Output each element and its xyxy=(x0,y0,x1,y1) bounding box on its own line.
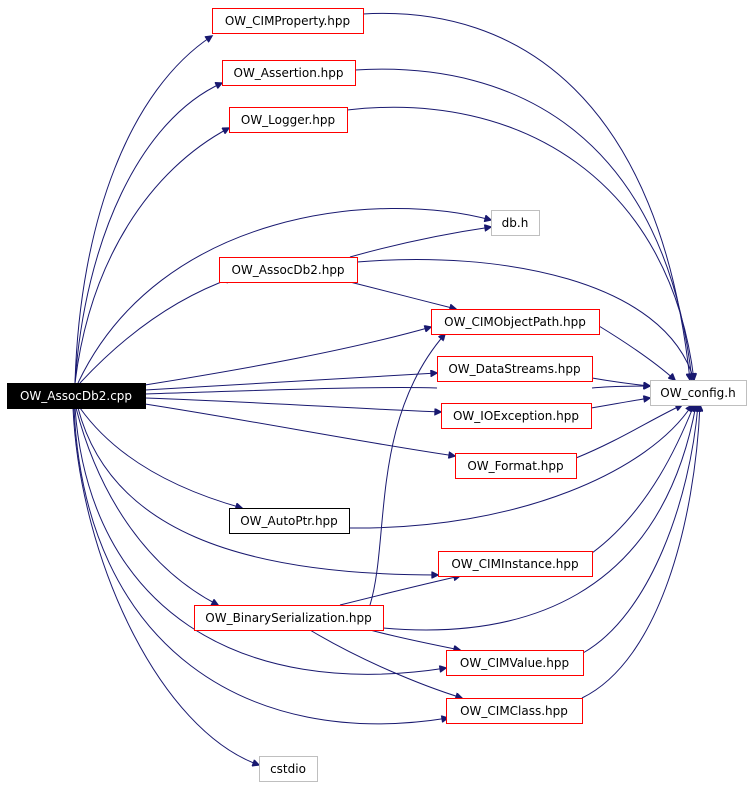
node-label: OW_CIMInstance.hpp xyxy=(451,557,578,571)
edge-root-to-ciminstance xyxy=(77,407,438,575)
edge-root-to-assertion xyxy=(74,83,222,384)
node-autoptr[interactable]: OW_AutoPtr.hpp xyxy=(229,508,350,534)
edges-layer xyxy=(72,12,700,765)
edge-datastreams-to-config xyxy=(591,377,650,386)
node-cimobjectpath[interactable]: OW_CIMObjectPath.hpp xyxy=(431,309,600,335)
node-label: OW_Assertion.hpp xyxy=(234,66,344,80)
node-ioexception[interactable]: OW_IOException.hpp xyxy=(441,403,592,429)
edge-root-to-datastreams xyxy=(144,373,437,391)
edge-cimvalue-to-config xyxy=(582,405,698,654)
edge-logger-to-config xyxy=(346,106,694,380)
node-datastreams[interactable]: OW_DataStreams.hpp xyxy=(437,356,593,382)
edge-root-to-format xyxy=(144,403,455,456)
node-label: OW_Format.hpp xyxy=(467,459,563,473)
node-box xyxy=(491,210,540,236)
node-format[interactable]: OW_Format.hpp xyxy=(455,453,577,479)
node-box xyxy=(229,107,348,133)
edge-cimproperty-to-config xyxy=(362,12,690,380)
node-binser[interactable]: OW_BinarySerialization.hpp xyxy=(194,605,384,631)
node-box xyxy=(446,650,584,676)
edge-ciminstance-to-config xyxy=(591,405,694,554)
edge-root-to-cimproperty xyxy=(74,36,212,384)
node-assertion[interactable]: OW_Assertion.hpp xyxy=(222,60,356,86)
node-label: OW_Logger.hpp xyxy=(241,113,335,127)
node-box xyxy=(7,383,146,409)
edge-root-to-config xyxy=(144,386,650,395)
node-config[interactable]: OW_config.h xyxy=(650,380,747,406)
edge-assocdb2-to-dbh xyxy=(349,227,491,258)
nodes-layer: OW_AssocDb2.cpp OW_CIMProperty.hppOW_Asse… xyxy=(7,8,747,782)
edge-root-to-cstdio xyxy=(72,407,259,765)
node-label: OW_IOException.hpp xyxy=(453,409,579,423)
edge-format-to-config xyxy=(575,405,682,459)
edge-binser-to-cimclass xyxy=(309,629,462,698)
node-label: OW_AutoPtr.hpp xyxy=(240,514,338,528)
node-box xyxy=(222,60,356,86)
node-assocdb2[interactable]: OW_AssocDb2.hpp xyxy=(219,257,358,283)
node-label: OW_CIMValue.hpp xyxy=(460,656,569,670)
node-box xyxy=(212,8,364,34)
edge-autoptr-to-config xyxy=(348,405,692,529)
edge-cimobjectpath-to-config xyxy=(598,325,675,380)
node-box xyxy=(650,380,747,406)
node-label: cstdio xyxy=(270,762,306,776)
node-box xyxy=(259,756,318,782)
node-logger[interactable]: OW_Logger.hpp xyxy=(229,107,348,133)
edge-root-to-cimobjectpath xyxy=(144,327,431,386)
node-label: OW_BinarySerialization.hpp xyxy=(205,611,371,625)
node-box xyxy=(455,453,577,479)
edge-assocdb2-to-cimobjectpath xyxy=(349,281,456,309)
edge-binser-to-ciminstance xyxy=(339,576,460,606)
node-box xyxy=(446,698,583,724)
edge-root-to-dbh xyxy=(77,208,491,384)
node-box xyxy=(219,257,358,283)
node-cimproperty[interactable]: OW_CIMProperty.hpp xyxy=(212,8,364,34)
node-box xyxy=(229,508,350,534)
edge-binser-to-cimvalue xyxy=(369,629,460,650)
node-cstdio[interactable]: cstdio xyxy=(259,756,318,782)
edge-root-to-cimclass xyxy=(73,407,448,725)
node-cimclass[interactable]: OW_CIMClass.hpp xyxy=(446,698,583,724)
edge-root-to-logger xyxy=(74,128,229,384)
node-label: OW_CIMObjectPath.hpp xyxy=(444,315,586,329)
edge-root-to-ioexception xyxy=(144,397,441,412)
edge-root-to-assocdb2 xyxy=(79,278,232,384)
node-box xyxy=(194,605,384,631)
node-box xyxy=(438,551,593,577)
node-cimvalue[interactable]: OW_CIMValue.hpp xyxy=(446,650,584,676)
node-label: OW_config.h xyxy=(660,386,735,400)
edge-assertion-to-config xyxy=(354,68,692,380)
node-dbh[interactable]: db.h xyxy=(491,210,540,236)
edge-ioexception-to-config xyxy=(590,398,650,409)
edge-cimclass-to-config xyxy=(581,405,700,699)
edge-binser-to-cimobjectpath xyxy=(369,334,445,606)
edge-root-to-binser xyxy=(75,407,218,605)
node-ciminstance[interactable]: OW_CIMInstance.hpp xyxy=(438,551,593,577)
node-label: OW_AssocDb2.cpp xyxy=(20,389,132,403)
node-label: OW_CIMProperty.hpp xyxy=(225,14,350,28)
node-box xyxy=(441,403,592,429)
edge-root-to-autoptr xyxy=(79,407,242,508)
node-label: OW_AssocDb2.hpp xyxy=(231,263,344,277)
edge-assocdb2-to-config xyxy=(356,259,694,380)
node-label: db.h xyxy=(502,216,529,230)
node-label: OW_DataStreams.hpp xyxy=(448,362,580,376)
edge-binser-to-config xyxy=(382,405,696,631)
node-box xyxy=(431,309,600,335)
node-root: OW_AssocDb2.cpp xyxy=(7,383,146,409)
node-box xyxy=(437,356,593,382)
edge-root-to-cimvalue xyxy=(74,407,446,675)
node-label: OW_CIMClass.hpp xyxy=(460,704,568,718)
